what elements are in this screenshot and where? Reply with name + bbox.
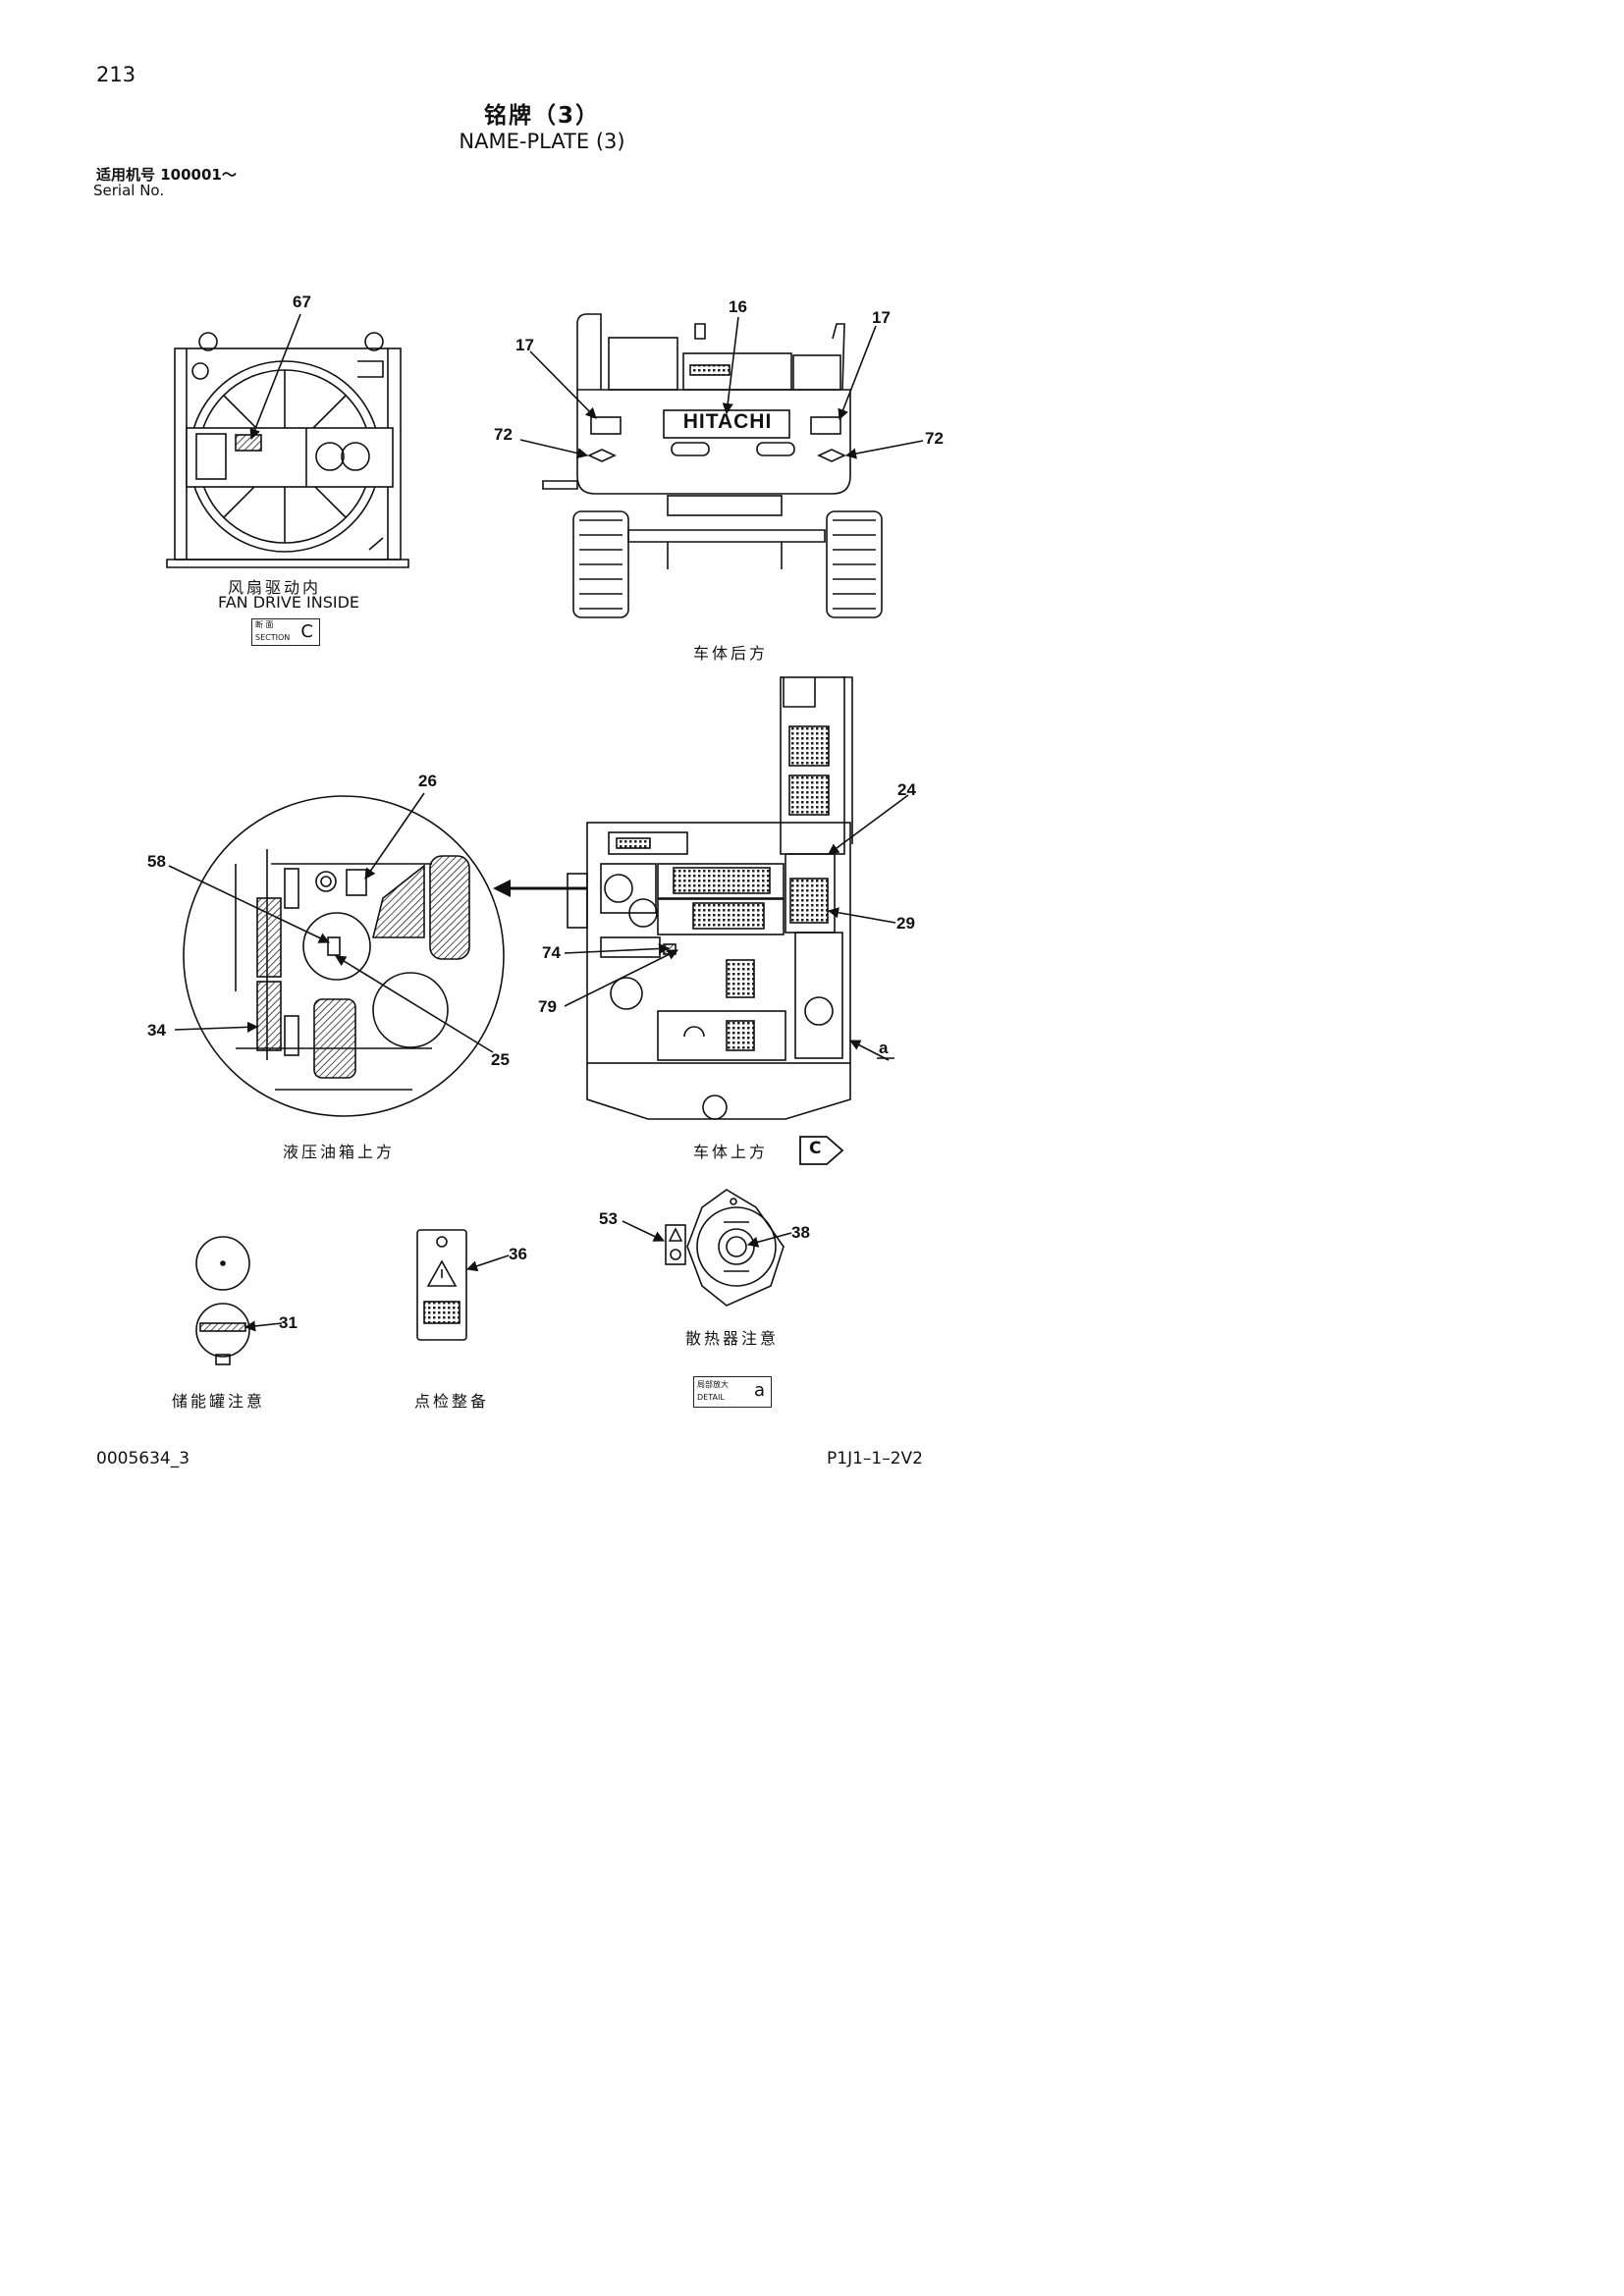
radiator-caption-cn: 散热器注意 bbox=[685, 1329, 780, 1348]
accumulator-view bbox=[195, 1236, 250, 1365]
callout-58: 58 bbox=[147, 852, 166, 871]
view-c-letter: C bbox=[809, 1139, 822, 1158]
callout-53: 53 bbox=[599, 1209, 618, 1228]
serial-label-en: Serial No. bbox=[93, 182, 165, 199]
title-en: NAME-PLATE (3) bbox=[459, 130, 625, 153]
tank-caption-cn: 液压油箱上方 bbox=[283, 1143, 396, 1161]
section-c-label: 断 面 SECTION C bbox=[251, 618, 320, 646]
rear-caption-cn: 车体后方 bbox=[693, 644, 769, 663]
callout-36: 36 bbox=[509, 1245, 527, 1263]
callout-16: 16 bbox=[729, 297, 747, 316]
machine-top-view bbox=[567, 676, 853, 1120]
callout-74: 74 bbox=[542, 943, 561, 962]
top-caption-cn: 车体上方 bbox=[693, 1143, 769, 1161]
detail-a-label: 局部放大 DETAIL a bbox=[693, 1376, 772, 1408]
inspection-decal bbox=[416, 1229, 467, 1341]
callout-a: a bbox=[879, 1039, 889, 1057]
page-number: 213 bbox=[96, 63, 136, 86]
callout-31: 31 bbox=[279, 1313, 298, 1332]
hitachi-logo: HITACHI bbox=[682, 410, 773, 433]
inspection-caption-cn: 点检整备 bbox=[414, 1392, 490, 1411]
detail-small-en: DETAIL bbox=[697, 1393, 725, 1402]
callout-72-left: 72 bbox=[494, 425, 513, 444]
callout-34: 34 bbox=[147, 1021, 166, 1040]
rear-view bbox=[542, 313, 883, 618]
section-small-cn: 断 面 bbox=[255, 620, 274, 629]
callout-25: 25 bbox=[491, 1050, 510, 1069]
callout-72-right: 72 bbox=[925, 429, 944, 448]
parts-drawing bbox=[166, 313, 924, 1365]
callout-38: 38 bbox=[791, 1223, 810, 1242]
accumulator-caption-cn: 储能罐注意 bbox=[172, 1392, 266, 1411]
fan-drive-view bbox=[166, 332, 409, 568]
doc-code: 0005634_3 bbox=[96, 1449, 190, 1468]
detail-small-cn: 局部放大 bbox=[697, 1380, 729, 1389]
callout-26: 26 bbox=[418, 772, 437, 790]
leader-lines bbox=[168, 313, 924, 1332]
title-cn: 铭牌（3） bbox=[483, 103, 600, 129]
callout-29: 29 bbox=[896, 914, 915, 933]
section-letter: C bbox=[300, 621, 313, 642]
callout-67: 67 bbox=[293, 293, 311, 311]
part-code: P1J1–1–2V2 bbox=[827, 1449, 923, 1468]
callout-24: 24 bbox=[897, 780, 916, 799]
serial-label-cn: 适用机号 100001～ bbox=[96, 166, 237, 184]
radiator-cap-view bbox=[665, 1189, 785, 1307]
callout-79: 79 bbox=[538, 997, 557, 1016]
callout-17-left: 17 bbox=[515, 336, 534, 354]
detail-letter: a bbox=[753, 1380, 765, 1401]
fan-caption-en: FAN DRIVE INSIDE bbox=[218, 593, 360, 612]
callout-17-right: 17 bbox=[872, 308, 891, 327]
section-small-en: SECTION bbox=[255, 633, 291, 642]
tank-top-view bbox=[183, 795, 505, 1117]
fan-caption-cn: 风扇驱动内 bbox=[228, 578, 322, 597]
